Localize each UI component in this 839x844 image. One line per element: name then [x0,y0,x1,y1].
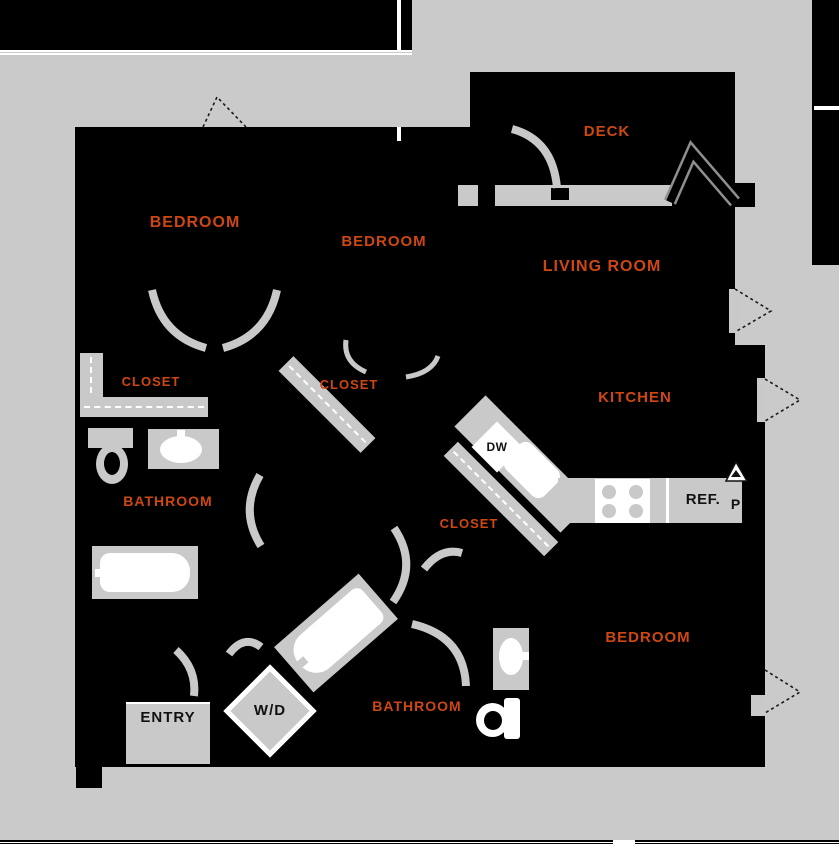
vanity-sink-basin [160,436,202,463]
washer-dryer-label: W/D [253,702,287,719]
fridge-divider [666,478,669,523]
burner [629,485,643,499]
bottom-line-gap [0,841,839,843]
vanity-faucet-2 [520,652,529,660]
room-label-bathroom-left: BATHROOM [123,493,213,509]
room-label-bedroom-top-middle: BEDROOM [341,233,427,250]
room-label-closet-hall: CLOSET [439,516,499,531]
room-label-bathroom-middle: BATHROOM [372,698,462,714]
room-label-closet-middle: CLOSET [319,377,379,392]
toilet-tank [88,428,133,448]
bottom-left-wall-stub [76,767,102,788]
toilet-bowl-hole [104,452,120,475]
room-label-kitchen: KITCHEN [598,389,672,406]
right-strip-tick [814,106,839,110]
living-room-wall-opening [729,289,739,333]
bathtub-basin [100,553,190,592]
top-wall-divider-tick [397,127,401,141]
bottom-line-break [613,840,635,844]
room-label-living-room: LIVING ROOM [542,258,662,275]
dishwasher-label: DW [486,440,508,454]
wall-mass-left-section [75,127,470,767]
deck-door-jamb-mid [551,188,569,200]
vanity-sink-basin-2 [499,638,523,675]
room-label-bedroom-top-left: BEDROOM [149,214,241,231]
room-label-deck: DECK [583,123,631,140]
top-border-band [0,0,412,50]
deck-door-jamb-left [478,185,495,207]
burner [629,504,643,518]
top-band-underline-2 [0,53,412,55]
stove [595,479,650,523]
bathtub-faucet [95,569,103,577]
burner [602,504,616,518]
shelf-dash-line [90,357,92,413]
entry-label: ENTRY [140,709,196,726]
refrigerator-label: REF. [685,491,721,508]
room-label-bedroom-bottom-right: BEDROOM [605,629,691,646]
right-border-strip [812,0,839,265]
wall-mass-deck-section [470,72,735,345]
closet-left-shelf-horizontal [80,397,208,417]
deck-wall-stub [733,183,755,207]
kitchen-counter-horizontal [558,478,742,523]
vanity-faucet [177,430,185,440]
burner [602,485,616,499]
toilet-2-tank [504,698,520,739]
shelf-dash-line [84,406,204,408]
room-label-closet-left: CLOSET [121,374,181,389]
top-band-divider [397,0,401,50]
bedroom-wall-opening [751,695,765,716]
toilet-2-bowl-hole [484,711,502,730]
entry-landing [126,702,210,764]
top-band-underline-1 [0,50,412,52]
wall-mass-right-section [470,345,765,767]
pantry-label: P [730,496,742,512]
kitchen-wall-opening [757,378,765,422]
